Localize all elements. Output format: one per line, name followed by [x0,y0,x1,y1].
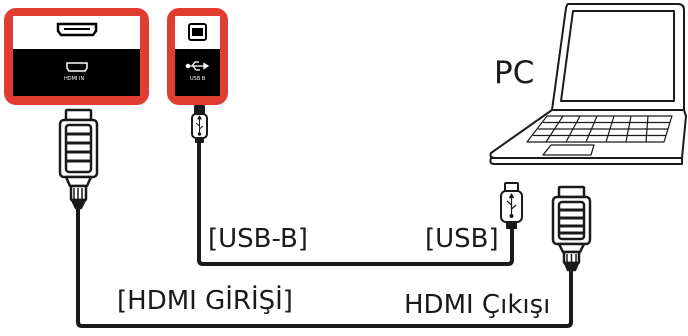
laptop-keyboard [526,115,673,143]
hdmi-cable [76,206,573,328]
usb-cable [197,137,514,266]
usb-b-port-icon [188,23,207,41]
usb-b-cable-label: [USB-B] [208,224,308,254]
usb-trident-icon [185,61,210,71]
hdmi-port-icon [56,22,98,37]
usb-connector-pc [500,182,523,229]
hdmi-connector-display [58,108,99,210]
hdmi-connector-pc [551,185,592,272]
usb-b-connector-display [191,105,208,143]
cables [76,137,573,328]
hdmi-input-port-panel [4,8,149,105]
laptop-icon [489,3,687,165]
hdmi-port-small-icon [66,62,88,72]
usb-b-port-panel [167,8,228,105]
hdmi-input-label: [HDMI GİRİŞİ] [117,286,293,316]
hdmi-in-port-text: HDMI IN [64,76,85,82]
pc-label: PC [494,55,535,91]
hdmi-output-label: HDMI Çıkışı [404,290,551,320]
usb-cable-label: [USB] [425,224,499,254]
laptop-touchpad [542,144,595,156]
usb-b-port-text: USB B [190,76,206,82]
